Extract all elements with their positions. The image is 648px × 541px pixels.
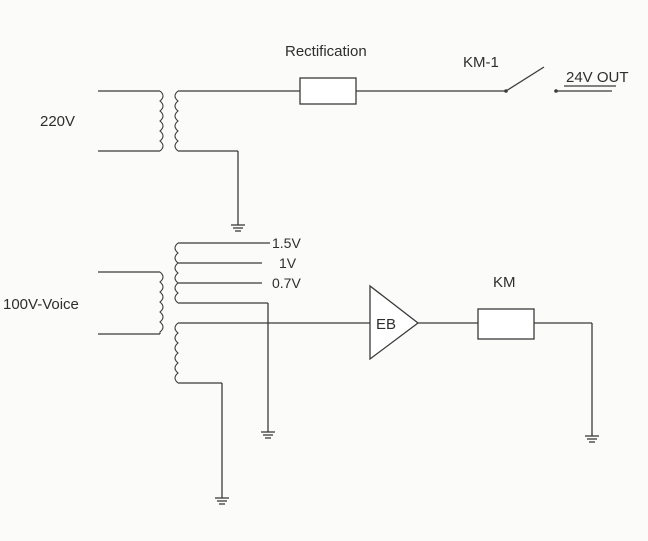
- primary-winding: [159, 90, 164, 152]
- tap-1-5v-label: 1.5V: [272, 235, 301, 251]
- ground-symbol-top: [231, 224, 245, 232]
- rectification-label: Rectification: [285, 43, 367, 60]
- ground-symbol-right: [585, 435, 599, 443]
- rectification-box: [299, 77, 357, 105]
- ground-symbol-middle: [261, 431, 275, 439]
- tap-0-7v-label: 0.7V: [272, 275, 301, 291]
- relay-coil-label: KM: [493, 274, 516, 291]
- input-voice-label: 100V-Voice: [3, 296, 79, 313]
- voice-primary-winding: [159, 271, 164, 334]
- tap-1v-label: 1V: [279, 255, 297, 271]
- voice-secondary-winding-lower: [174, 322, 179, 384]
- voice-secondary-winding-upper: [174, 242, 179, 304]
- amplifier-triangle: [369, 284, 420, 361]
- secondary-winding: [174, 90, 179, 152]
- ground-symbol-bottom: [215, 497, 229, 505]
- relay-contact-switch: [504, 66, 558, 93]
- input-220v-label: 220V: [40, 113, 75, 130]
- power-transformer: [98, 90, 300, 225]
- relay-contact-label: KM-1: [463, 54, 499, 71]
- relay-coil-box: [477, 308, 535, 340]
- amplifier-label: EB: [376, 316, 396, 333]
- output-label: 24V OUT: [566, 69, 629, 86]
- voice-transformer: [98, 242, 370, 498]
